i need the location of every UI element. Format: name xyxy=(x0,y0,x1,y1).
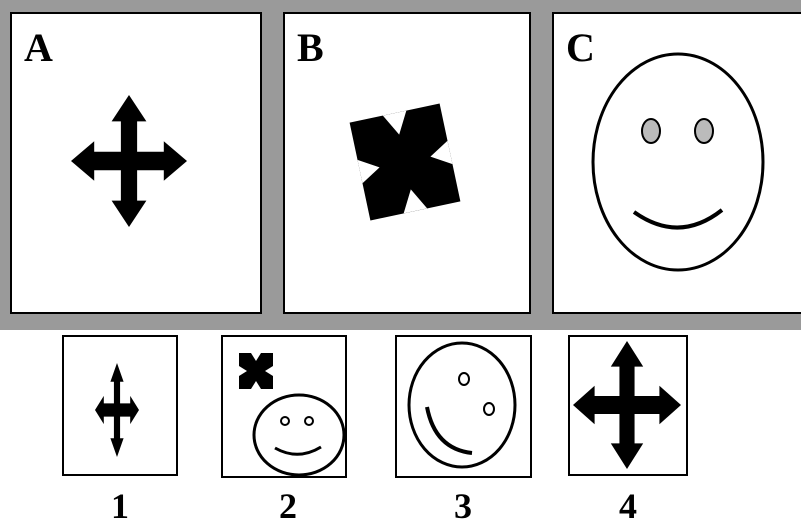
option-4-box[interactable] xyxy=(568,335,688,476)
panel-a: A xyxy=(10,12,262,314)
option-2-box[interactable] xyxy=(221,335,347,478)
small-arrow-and-smiley-icon xyxy=(223,337,345,476)
option-1-label: 1 xyxy=(90,488,150,524)
panel-label-a: A xyxy=(24,28,53,68)
option-2-label: 2 xyxy=(258,488,318,524)
option-1-box[interactable] xyxy=(62,335,178,476)
option-4-label: 4 xyxy=(598,488,658,524)
four-way-arrow-icon xyxy=(570,337,686,474)
panel-label-b: B xyxy=(297,28,324,68)
option-3-label: 3 xyxy=(433,488,493,524)
option-3-box[interactable] xyxy=(395,335,532,478)
panel-c: C xyxy=(552,12,801,314)
panel-b: B xyxy=(283,12,531,314)
panel-label-c: C xyxy=(566,28,595,68)
narrow-four-way-arrow-icon xyxy=(64,337,176,474)
tilted-smiley-face-icon xyxy=(397,337,530,476)
